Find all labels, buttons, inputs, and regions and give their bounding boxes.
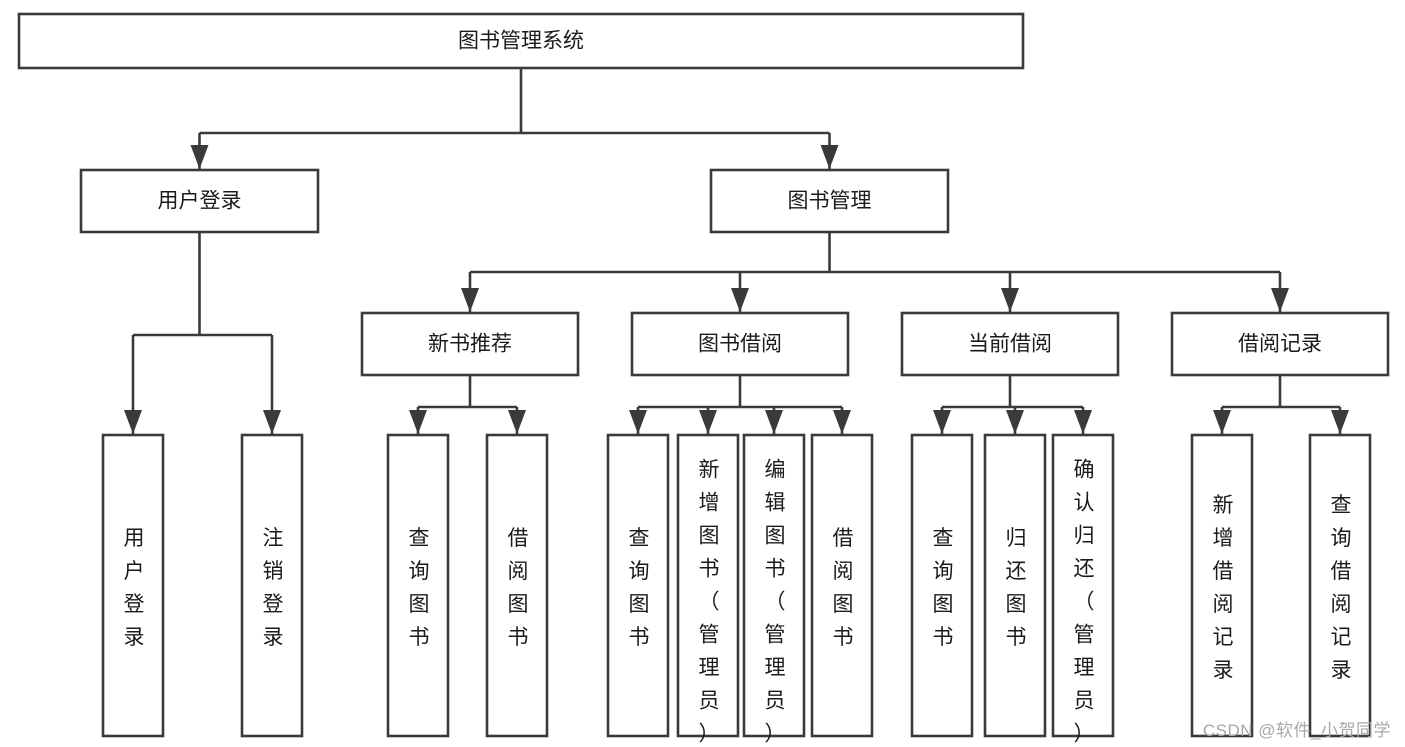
node-leaf-10[interactable]: 确认归还（管理员）	[1051, 433, 1115, 746]
node-level2-0-rect[interactable]	[79, 168, 320, 234]
node-leaf-4[interactable]: 查询图书	[606, 433, 670, 738]
node-level3-1-rect[interactable]	[630, 311, 850, 377]
node-leaf-11[interactable]: 新增借阅记录	[1190, 433, 1254, 738]
node-leaf-7-label: 借阅图书	[833, 527, 854, 649]
arrow-head-icon	[699, 410, 717, 434]
arrow-head-icon	[629, 410, 647, 434]
node-leaf-1-rect[interactable]	[240, 433, 304, 738]
node-leaf-1[interactable]: 注销登录	[240, 433, 304, 738]
node-level3-3[interactable]: 借阅记录	[1170, 311, 1390, 377]
arrow-head-icon	[190, 145, 209, 169]
node-leaf-4-label: 查询图书	[629, 527, 650, 649]
node-leaf-6[interactable]: 编辑图书（管理员）	[742, 433, 806, 746]
node-leaf-11-label: 新增借阅记录	[1213, 494, 1234, 682]
node-level3-1-label: 图书借阅	[698, 333, 782, 356]
node-leaf-8-rect[interactable]	[910, 433, 974, 738]
arrow-head-icon	[1001, 288, 1019, 312]
node-leaf-8-label: 查询图书	[933, 527, 954, 649]
arrow-head-icon	[1006, 410, 1024, 434]
node-leaf-7-rect[interactable]	[810, 433, 874, 738]
node-leaf-1-label: 注销登录	[263, 527, 284, 649]
node-leaf-3-label: 借阅图书	[508, 527, 529, 649]
arrow-head-icon	[263, 410, 281, 434]
node-level3-0-label: 新书推荐	[428, 333, 512, 356]
node-leaf-2-rect[interactable]	[386, 433, 450, 738]
node-layer: 图书管理系统用户登录图书管理新书推荐图书借阅当前借阅借阅记录用户登录注销登录查询…	[17, 12, 1390, 746]
node-leaf-9-rect[interactable]	[983, 433, 1047, 738]
node-level3-2-label: 当前借阅	[968, 333, 1052, 356]
node-leaf-12[interactable]: 查询借阅记录	[1308, 433, 1372, 738]
node-leaf-4-rect[interactable]	[606, 433, 670, 738]
node-root-rect[interactable]	[17, 12, 1025, 70]
node-level2-0[interactable]: 用户登录	[79, 168, 320, 234]
arrow-head-icon	[833, 410, 851, 434]
node-level2-1[interactable]: 图书管理	[709, 168, 950, 234]
node-level3-3-rect[interactable]	[1170, 311, 1390, 377]
node-level3-3-label: 借阅记录	[1238, 333, 1322, 356]
node-leaf-8[interactable]: 查询图书	[910, 433, 974, 738]
arrow-head-icon	[1271, 288, 1289, 312]
arrow-head-icon	[933, 410, 951, 434]
node-leaf-6-label: 编辑图书（管理员）	[765, 459, 786, 746]
connector-layer	[124, 68, 1349, 434]
node-leaf-11-rect[interactable]	[1190, 433, 1254, 738]
arrow-head-icon	[461, 288, 479, 312]
node-level3-1[interactable]: 图书借阅	[630, 311, 850, 377]
node-leaf-3[interactable]: 借阅图书	[485, 433, 549, 738]
node-leaf-12-rect[interactable]	[1308, 433, 1372, 738]
node-leaf-9-label: 归还图书	[1006, 527, 1027, 649]
node-leaf-3-rect[interactable]	[485, 433, 549, 738]
node-leaf-6-rect[interactable]	[742, 433, 806, 738]
node-leaf-2-label: 查询图书	[409, 527, 430, 649]
node-leaf-5-rect[interactable]	[676, 433, 740, 738]
node-level3-0-rect[interactable]	[360, 311, 580, 377]
arrow-head-icon	[124, 410, 142, 434]
arrow-head-icon	[1213, 410, 1231, 434]
node-level2-1-rect[interactable]	[709, 168, 950, 234]
arrow-head-icon	[820, 145, 839, 169]
node-leaf-5[interactable]: 新增图书（管理员）	[676, 433, 740, 746]
arrow-head-icon	[731, 288, 749, 312]
arrow-head-icon	[409, 410, 427, 434]
arrow-head-icon	[508, 410, 526, 434]
arrow-head-icon	[1331, 410, 1349, 434]
node-leaf-0-rect[interactable]	[101, 433, 165, 738]
node-level2-0-label: 用户登录	[158, 190, 242, 213]
node-leaf-0[interactable]: 用户登录	[101, 433, 165, 738]
node-level3-2-rect[interactable]	[900, 311, 1120, 377]
node-leaf-7[interactable]: 借阅图书	[810, 433, 874, 738]
node-level3-2[interactable]: 当前借阅	[900, 311, 1120, 377]
node-leaf-12-label: 查询借阅记录	[1331, 494, 1352, 682]
arrow-head-icon	[1074, 410, 1092, 434]
node-leaf-10-rect[interactable]	[1051, 433, 1115, 738]
node-root[interactable]: 图书管理系统	[17, 12, 1025, 70]
node-leaf-2[interactable]: 查询图书	[386, 433, 450, 738]
node-level2-1-label: 图书管理	[788, 190, 872, 213]
node-level3-0[interactable]: 新书推荐	[360, 311, 580, 377]
arrow-head-icon	[765, 410, 783, 434]
node-leaf-5-label: 新增图书（管理员）	[699, 459, 720, 746]
node-leaf-0-label: 用户登录	[124, 527, 145, 649]
node-root-label: 图书管理系统	[458, 30, 584, 53]
node-leaf-10-label: 确认归还（管理员）	[1074, 459, 1095, 746]
node-leaf-9[interactable]: 归还图书	[983, 433, 1047, 738]
